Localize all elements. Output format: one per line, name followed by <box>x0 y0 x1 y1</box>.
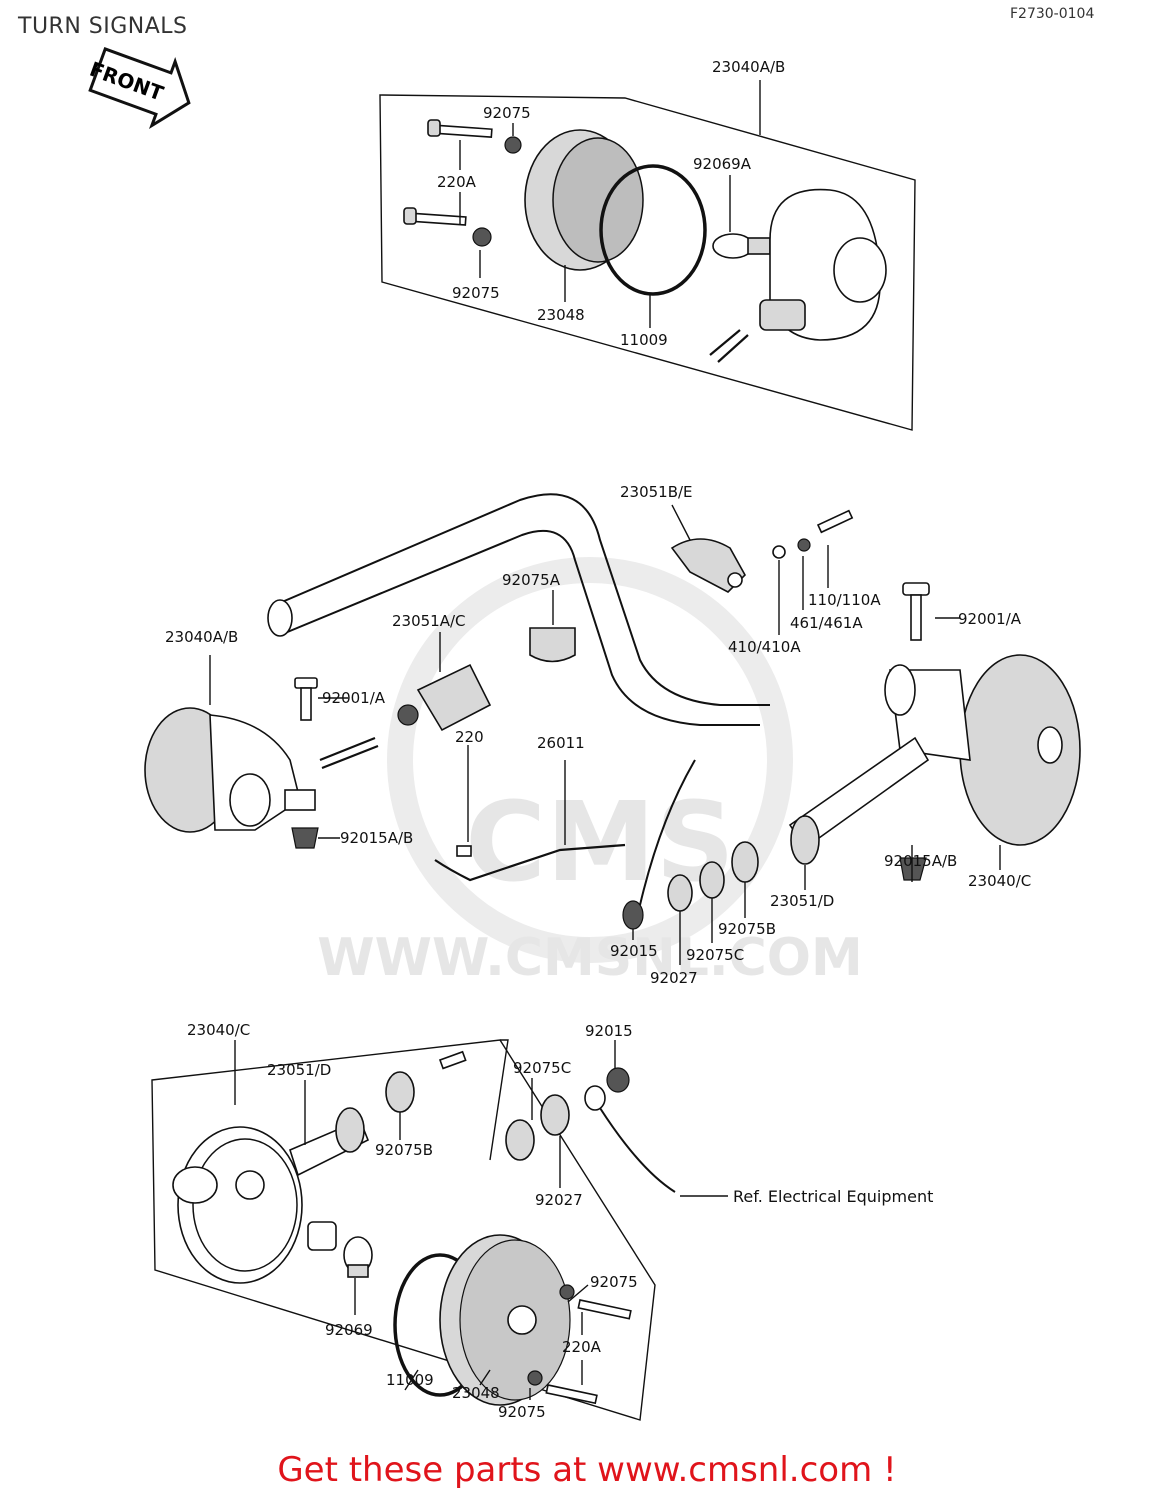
screw-220a-lower <box>403 207 467 226</box>
label-92075-top-upper: 92075 <box>483 104 531 122</box>
nut-92015ab-right <box>899 857 927 881</box>
label-92075a: 92075A <box>502 571 561 589</box>
ground-wire-26011 <box>434 843 626 882</box>
label-23040ab-top: 23040A/B <box>712 58 785 76</box>
grommet-92027 <box>667 874 693 912</box>
label-92075b-middle: 92075B <box>718 920 776 938</box>
label-23048-top: 23048 <box>537 306 585 324</box>
grommet-92075b <box>731 841 759 883</box>
label-11009-top: 11009 <box>620 331 668 349</box>
label-410-410a: 410/410A <box>728 638 801 656</box>
washer-410 <box>772 545 786 559</box>
grommet-92075c <box>699 861 725 899</box>
label-23040ab-middle: 23040A/B <box>165 628 238 646</box>
lead-wire <box>639 759 696 906</box>
label-11009-bottom: 11009 <box>386 1371 434 1389</box>
ref-electrical-equipment: Ref. Electrical Equipment <box>733 1187 933 1206</box>
label-220a-bottom: 220A <box>562 1338 602 1356</box>
label-23051d-bottom: 23051/D <box>267 1061 331 1079</box>
nut-92015 <box>622 900 644 930</box>
handlebar <box>267 493 770 726</box>
label-92075c-bottom: 92075C <box>513 1059 571 1077</box>
page-title: TURN SIGNALS <box>18 14 188 39</box>
watermark-logo: CMS <box>465 778 734 906</box>
grommet-92027-bottom <box>540 1094 570 1136</box>
clamp-23051be <box>670 538 746 593</box>
label-92069: 92069 <box>325 1321 373 1339</box>
drawing-code: F2730-0104 <box>1010 6 1095 22</box>
label-23040c-bottom: 23040/C <box>187 1021 250 1039</box>
housing-23040ab-top <box>709 188 887 363</box>
label-92015ab-right: 92015A/B <box>884 852 957 870</box>
watermark: CMS WWW.CMSNL.COM <box>317 557 863 988</box>
label-92001a-left: 92001/A <box>322 689 386 707</box>
housing-23040c-bottom <box>172 1126 303 1284</box>
label-92015-bottom: 92015 <box>585 1022 633 1040</box>
stay-23051ac <box>416 663 492 732</box>
label-92075-bottom-upper: 92075 <box>590 1273 638 1291</box>
turn-signal-left <box>144 707 379 833</box>
label-92075-bottom-lower: 92075 <box>498 1403 546 1421</box>
label-461-461a: 461/461A <box>790 614 863 632</box>
lens-23048-bottom <box>439 1234 571 1406</box>
nut-92015ab-left <box>291 827 319 849</box>
washer-461 <box>797 538 811 552</box>
screw-220a-bottom-upper <box>577 1299 632 1320</box>
label-23040c-middle: 23040/C <box>968 872 1031 890</box>
nut-92015-bottom <box>606 1067 630 1093</box>
label-92027-middle: 92027 <box>650 969 698 987</box>
label-23051ac: 23051A/C <box>392 612 466 630</box>
label-92075b-bottom: 92075B <box>375 1141 433 1159</box>
lead-wire-bottom <box>599 1107 676 1193</box>
bulb-92069 <box>343 1236 373 1278</box>
watermark-text: WWW.CMSNL.COM <box>317 928 862 988</box>
stem-23051d <box>788 736 930 865</box>
washer-92075-lower <box>472 227 492 247</box>
bushing-92075a <box>529 627 576 663</box>
screw-110 <box>816 509 854 534</box>
label-23051be: 23051B/E <box>620 483 693 501</box>
bolt-92001a-right <box>902 582 930 641</box>
bottom-assembly: 23040/C 23051/D 92015 92075C 92075B 9202… <box>151 1021 933 1421</box>
bolt-92001a-left <box>294 677 318 721</box>
gasket-11009 <box>599 164 707 296</box>
label-92075c-middle: 92075C <box>686 946 744 964</box>
label-92075-top-lower: 92075 <box>452 284 500 302</box>
middle-assembly: 23051B/E 92075A 110/110A 461/461A 410/41… <box>144 483 1081 987</box>
label-220-middle: 220 <box>455 728 484 746</box>
label-110-110a: 110/110A <box>808 591 881 609</box>
screw-220 <box>456 845 472 857</box>
washer-92075-bottom-lower <box>527 1370 543 1386</box>
label-23051d-middle: 23051/D <box>770 892 834 910</box>
label-92027-bottom: 92027 <box>535 1191 583 1209</box>
screw-220a-upper <box>427 119 493 139</box>
label-26011: 26011 <box>537 734 585 752</box>
washer-92075-upper <box>504 136 522 154</box>
label-220a-top: 220A <box>437 173 477 191</box>
lens-23048 <box>524 129 644 271</box>
socket <box>307 1221 337 1251</box>
turn-signal-right <box>884 654 1081 846</box>
top-assembly: 23040A/B 92075 220A 92069A 92075 23048 1… <box>379 58 916 431</box>
label-23048-bottom: 23048 <box>452 1384 500 1402</box>
label-92001a-right: 92001/A <box>958 610 1022 628</box>
label-92015-middle: 92015 <box>610 942 658 960</box>
washer-92075-bottom-upper <box>559 1284 575 1300</box>
front-arrow-icon: FRONT <box>86 47 191 130</box>
label-92015ab-left: 92015A/B <box>340 829 413 847</box>
cmsnl-parts-link[interactable]: Get these parts at www.cmsnl.com ! <box>277 1450 897 1490</box>
label-92069a: 92069A <box>693 155 752 173</box>
grommet-92075c-bottom <box>505 1119 535 1161</box>
bulb-92069a <box>712 233 771 259</box>
screw-220a-bottom-lower <box>545 1384 598 1405</box>
grommet-92075b-bottom <box>385 1071 415 1113</box>
